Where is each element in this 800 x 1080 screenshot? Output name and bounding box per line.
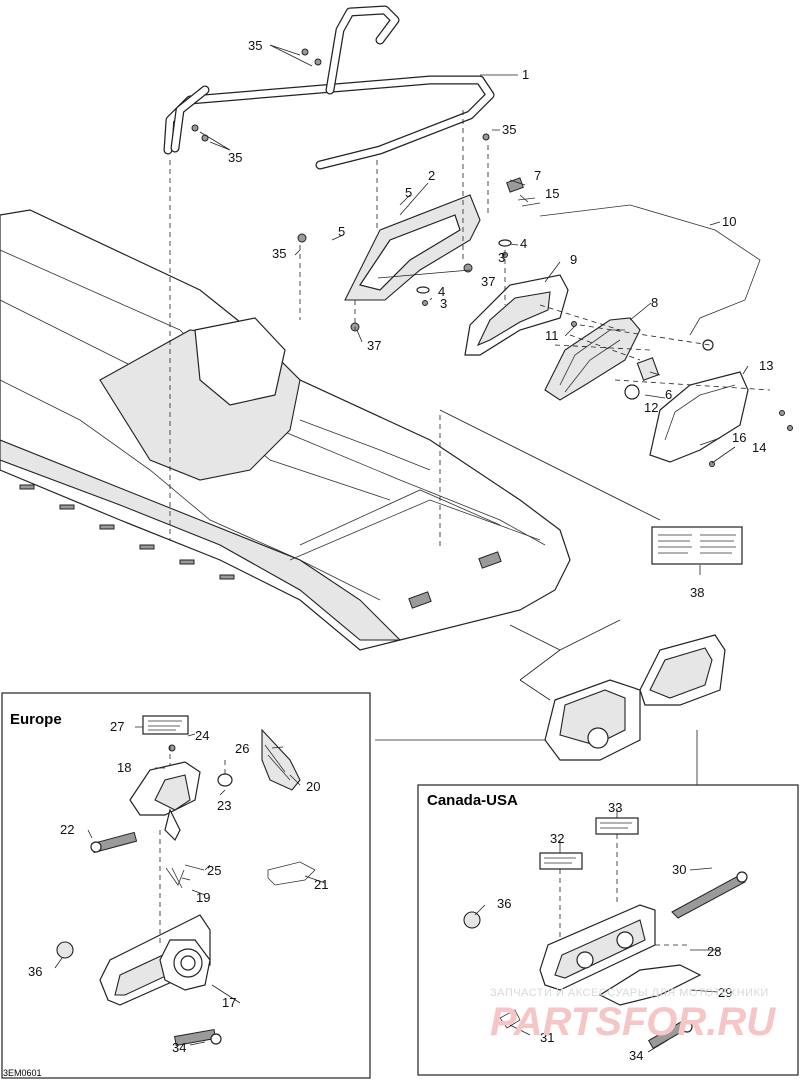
- callout-23: 23: [217, 798, 231, 813]
- callout-6: 6: [665, 387, 672, 402]
- callout-3: 3: [498, 250, 505, 265]
- bulb-and-socket: [624, 357, 660, 400]
- grab-handle-tube: [163, 5, 495, 170]
- callout-36: 36: [28, 964, 42, 979]
- taillight-reflector: [544, 317, 641, 401]
- callout-4: 4: [520, 236, 527, 251]
- callout-30: 30: [672, 862, 686, 877]
- fasteners-lens: [571, 321, 793, 467]
- callout-34: 34: [629, 1048, 643, 1063]
- detail-leader-lines: [54, 726, 720, 1053]
- callout-20: 20: [306, 779, 320, 794]
- callout-35: 35: [248, 38, 262, 53]
- callout-13: 13: [759, 358, 773, 373]
- hitch-assembly-mid: [544, 634, 726, 761]
- canada-usa-hitch-parts: [463, 817, 748, 1050]
- callout-11: 11: [545, 328, 559, 343]
- callout-38: 38: [690, 585, 704, 600]
- callout-22: 22: [60, 822, 74, 837]
- callout-10: 10: [722, 214, 736, 229]
- europe-region-title: Europe: [10, 711, 62, 728]
- callout-37: 37: [481, 274, 495, 289]
- callout-12: 12: [644, 400, 658, 415]
- taillight-housing: [464, 274, 569, 356]
- callout-15: 15: [545, 186, 559, 201]
- callout-27: 27: [110, 719, 124, 734]
- callout-26: 26: [235, 741, 249, 756]
- callout-19: 19: [196, 890, 210, 905]
- watermark-logo: PARTSFOR.RU: [490, 1000, 776, 1044]
- callout-5: 5: [338, 224, 345, 239]
- callout-21: 21: [314, 877, 328, 892]
- callout-34: 34: [172, 1040, 186, 1055]
- callout-labels: 1 2 3 3 4 4 5 5 6 7 8 9 10 11 12 13 14 1…: [28, 38, 773, 1063]
- callout-16: 16: [732, 430, 746, 445]
- watermark: ЗАПЧАСТИ И АКСЕССУАРЫ ДЛЯ МОТОТЕХНИКИ PA…: [490, 987, 776, 1044]
- callout-3: 3: [440, 296, 447, 311]
- watermark-caption: ЗАПЧАСТИ И АКСЕССУАРЫ ДЛЯ МОТОТЕХНИКИ: [490, 987, 769, 999]
- callout-24: 24: [195, 728, 209, 743]
- canada-usa-detail-frame: [417, 784, 799, 1076]
- drawing-code: 3EM0601: [3, 1068, 42, 1078]
- callout-17: 17: [222, 995, 236, 1010]
- callout-37: 37: [367, 338, 381, 353]
- callout-14: 14: [752, 440, 766, 455]
- warning-decal: [651, 526, 743, 565]
- leader-lines: [169, 44, 771, 785]
- callout-5: 5: [405, 185, 412, 200]
- europe-hitch-parts: [56, 715, 316, 1046]
- europe-detail-frame: [1, 692, 371, 1079]
- canada-usa-region-title: Canada-USA: [427, 792, 518, 809]
- callout-29: 29: [718, 985, 732, 1000]
- callout-2: 2: [428, 168, 435, 183]
- callout-35: 35: [272, 246, 286, 261]
- callout-25: 25: [207, 863, 221, 878]
- callout-28: 28: [707, 944, 721, 959]
- callout-35: 35: [502, 122, 516, 137]
- taillight-lens: [649, 371, 749, 463]
- callout-35: 35: [228, 150, 242, 165]
- chassis-tunnel: [0, 209, 571, 651]
- callout-4: 4: [438, 284, 445, 299]
- callout-31: 31: [540, 1030, 554, 1045]
- callout-32: 32: [550, 831, 564, 846]
- callout-18: 18: [117, 760, 131, 775]
- callout-33: 33: [608, 800, 622, 815]
- callout-8: 8: [651, 295, 658, 310]
- callout-36: 36: [497, 896, 511, 911]
- callout-9: 9: [570, 252, 577, 267]
- callout-1: 1: [522, 67, 529, 82]
- callout-7: 7: [534, 168, 541, 183]
